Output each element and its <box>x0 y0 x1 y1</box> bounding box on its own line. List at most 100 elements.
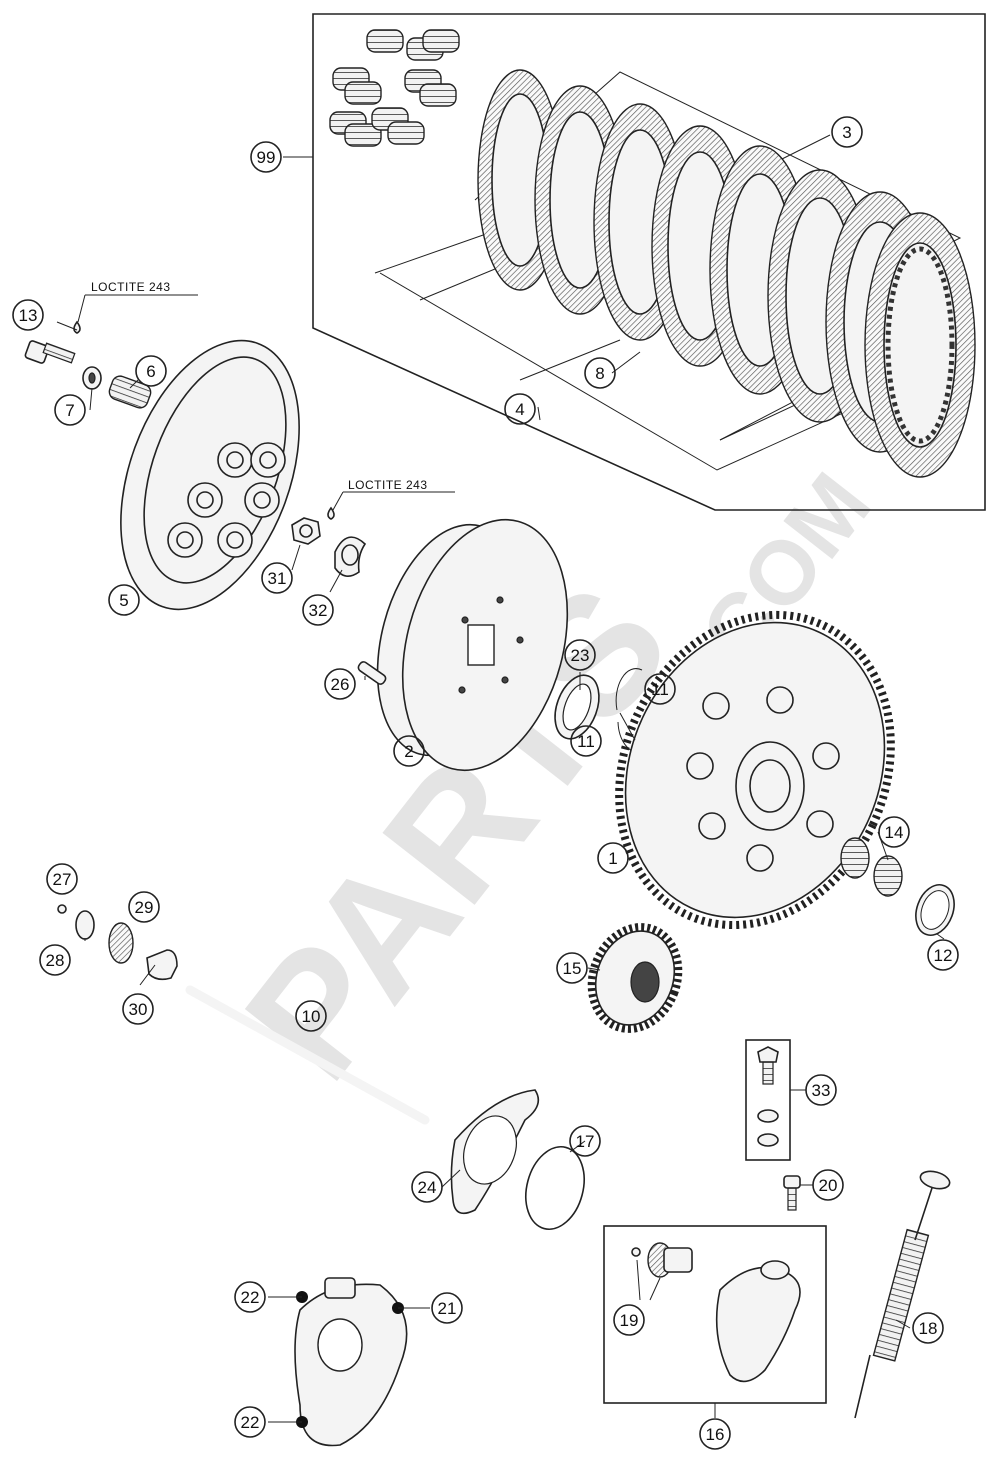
callout-4: 4 <box>504 393 536 425</box>
callout-14: 14 <box>878 816 910 848</box>
callout-3-label: 3 <box>842 123 851 142</box>
callout-22-lower-label: 22 <box>241 1413 260 1432</box>
callout-8: 8 <box>584 357 616 389</box>
callout-11-lower-label: 11 <box>577 732 595 751</box>
callout-1-label: 1 <box>608 849 617 868</box>
callout-99: 99 <box>250 141 282 173</box>
callout-28-label: 28 <box>46 951 65 970</box>
callout-24: 24 <box>411 1171 443 1203</box>
callout-19: 19 <box>613 1304 645 1336</box>
callout-22-upper: 22 <box>234 1281 266 1313</box>
loctite-note-a: LOCTITE 243 <box>91 280 171 294</box>
callout-23: 23 <box>564 639 596 671</box>
piston-seal <box>631 1242 693 1301</box>
callout-7: 7 <box>54 394 86 426</box>
callout-2: 2 <box>393 735 425 767</box>
callout-13-label: 13 <box>19 306 38 325</box>
callout-17-label: 17 <box>576 1132 595 1151</box>
callout-16: 16 <box>699 1418 731 1450</box>
callout-15-label: 15 <box>563 959 582 978</box>
callout-30-label: 30 <box>129 1000 148 1019</box>
callout-4-label: 4 <box>515 400 524 419</box>
needle-bearings <box>840 837 903 897</box>
clutch-hub-nut <box>291 517 321 545</box>
callout-21: 21 <box>431 1292 463 1324</box>
slave-cylinder-kit-frame <box>603 1225 827 1418</box>
loctite-note-b: LOCTITE 243 <box>348 478 428 492</box>
bolt-kit-frame <box>745 1039 806 1161</box>
callout-31: 31 <box>261 562 293 594</box>
callout-11-upper-label: 11 <box>651 680 669 699</box>
callout-32-label: 32 <box>309 601 328 620</box>
callout-33-label: 33 <box>812 1081 831 1100</box>
callout-29-label: 29 <box>135 898 154 917</box>
callout-12-label: 12 <box>934 946 953 965</box>
callout-21-label: 21 <box>438 1299 457 1318</box>
callout-28: 28 <box>39 944 71 976</box>
o-ring <box>525 1145 585 1231</box>
grease-syringe <box>854 1170 951 1419</box>
callout-33: 33 <box>805 1074 837 1106</box>
callout-26-label: 26 <box>331 675 350 694</box>
callout-7-label: 7 <box>65 401 74 420</box>
pressure-plate-bolt <box>24 340 76 364</box>
shim-washer <box>915 884 955 936</box>
callout-26: 26 <box>324 668 356 700</box>
callout-24-label: 24 <box>418 1178 437 1197</box>
pressure-plate <box>120 339 300 611</box>
loctite-drop-a <box>73 320 81 334</box>
callout-13: 13 <box>12 299 44 331</box>
callout-5: 5 <box>108 584 140 616</box>
callout-11-lower: 11 <box>570 725 602 757</box>
thrust-washer <box>554 674 600 740</box>
callout-27: 27 <box>46 863 78 895</box>
callout-22-upper-label: 22 <box>241 1288 260 1307</box>
primary-gear-basket <box>615 610 895 930</box>
callout-20: 20 <box>812 1169 844 1201</box>
slave-cylinder-body <box>715 1260 801 1383</box>
gasket <box>450 1089 540 1215</box>
callout-32: 32 <box>302 594 334 626</box>
clutch-spring <box>108 375 152 409</box>
callout-99-label: 99 <box>257 148 276 167</box>
kit-springs <box>329 29 460 147</box>
clutch-disc-kit-frame <box>283 13 986 511</box>
callout-3: 3 <box>831 116 863 148</box>
callout-22-lower: 22 <box>234 1406 266 1438</box>
slave-cylinder-cover <box>294 1277 408 1447</box>
callout-1: 1 <box>597 842 629 874</box>
callout-23-label: 23 <box>571 646 590 665</box>
callout-17: 17 <box>569 1125 601 1157</box>
loctite-drop-b <box>327 506 335 520</box>
inner-clutch-hub <box>376 518 569 772</box>
callout-30: 30 <box>122 993 154 1025</box>
callout-18-label: 18 <box>919 1319 938 1338</box>
callout-20-label: 20 <box>819 1176 838 1195</box>
kickstart-gear <box>587 923 683 1033</box>
callout-15: 15 <box>556 952 588 984</box>
callout-11-upper: 11 <box>644 673 676 705</box>
callout-6: 6 <box>135 355 167 387</box>
callout-27-label: 27 <box>53 870 72 889</box>
callout-14-label: 14 <box>885 823 904 842</box>
callout-10-label: 10 <box>302 1007 321 1026</box>
callout-29: 29 <box>128 891 160 923</box>
callout-10: 10 <box>295 1000 327 1032</box>
callout-2-label: 2 <box>404 742 413 761</box>
callout-16-label: 16 <box>706 1425 725 1444</box>
callout-18: 18 <box>912 1312 944 1344</box>
hub-pin <box>357 661 387 685</box>
bleed-screw <box>783 1175 801 1211</box>
callout-31-label: 31 <box>268 569 287 588</box>
pushrod-assembly <box>57 904 430 1125</box>
callout-leaders <box>56 294 945 1423</box>
callout-12: 12 <box>927 939 959 971</box>
callout-19-label: 19 <box>620 1311 639 1330</box>
pressure-spring-washer <box>82 366 102 390</box>
callout-6-label: 6 <box>146 362 155 381</box>
clutch-disc-stack <box>477 69 976 478</box>
clutch-lock-washer <box>334 536 367 577</box>
callout-5-label: 5 <box>119 591 128 610</box>
callout-8-label: 8 <box>595 364 604 383</box>
